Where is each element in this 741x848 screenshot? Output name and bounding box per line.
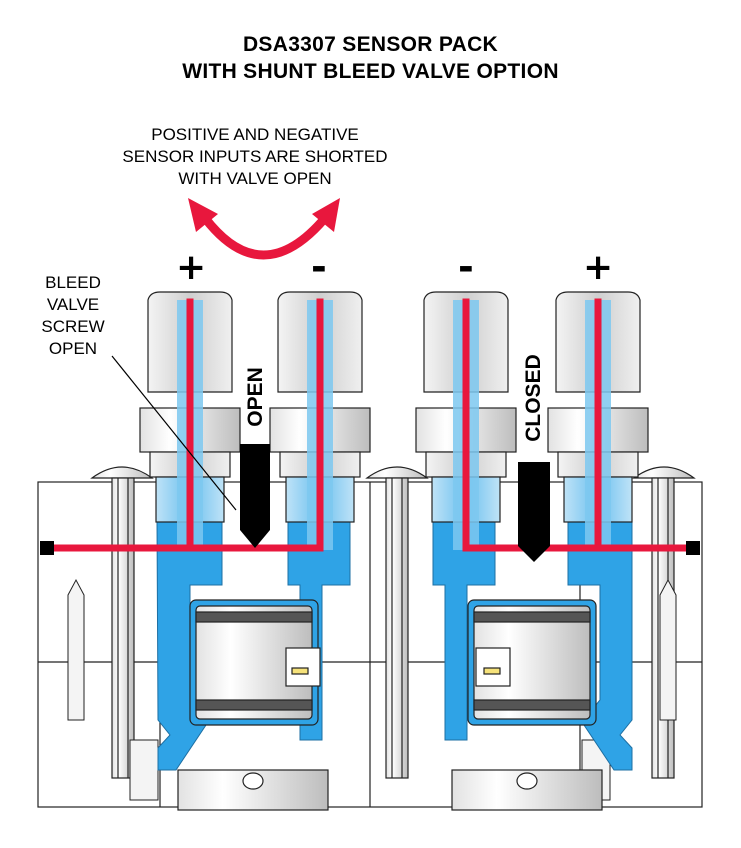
short-circuit-arrow (188, 198, 340, 260)
screw-left (90, 466, 154, 779)
bottom-plugs (177, 769, 603, 811)
bleed-valve-leader (111, 355, 237, 511)
left-positive-sign: + (176, 247, 207, 288)
title-line-2: WITH SHUNT BLEED VALVE OPTION (182, 60, 559, 83)
sensor-cylinder-right (467, 599, 597, 726)
bleed-label-line-1: BLEED (45, 273, 101, 292)
bleed-valve-closed (518, 462, 550, 562)
bleed-label-line-4: OPEN (48, 339, 98, 358)
closed-label: CLOSED (522, 354, 545, 442)
bleed-valve-label: BLEED VALVE SCREW OPEN (28, 272, 118, 360)
bleed-label-line-3: SCREW (41, 317, 105, 336)
left-negative-sign: - (311, 245, 327, 289)
bleed-label-line-2: VALVE (46, 295, 100, 314)
shorted-note: POSITIVE AND NEGATIVE SENSOR INPUTS ARE … (80, 124, 430, 190)
right-negative-sign: - (458, 245, 474, 289)
shorted-note-line-3: WITH VALVE OPEN (178, 169, 332, 188)
shorted-note-line-2: SENSOR INPUTS ARE SHORTED (122, 147, 388, 166)
right-end-cap (686, 541, 700, 555)
shorted-note-line-1: POSITIVE AND NEGATIVE (151, 125, 359, 144)
right-positive-sign: + (583, 247, 614, 288)
sensor-cylinder-left (189, 599, 321, 726)
bleed-valve-open (240, 444, 270, 548)
title-line-1: DSA3307 SENSOR PACK (242, 33, 499, 56)
fluid-channel-right (432, 519, 633, 771)
open-label: OPEN (244, 367, 267, 427)
left-end-cap (40, 541, 54, 555)
screw-center (365, 466, 429, 779)
